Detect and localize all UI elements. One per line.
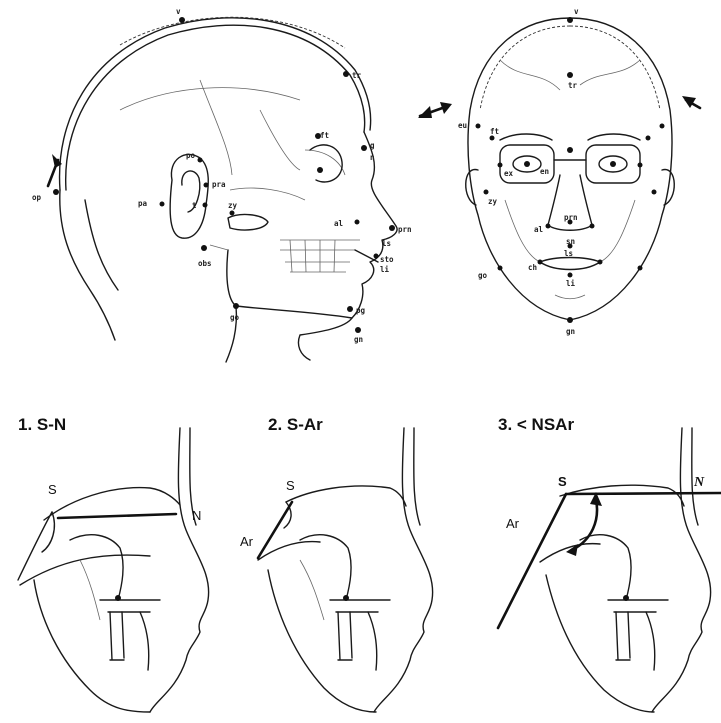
landmark-label: ch [528,263,537,272]
profile-landmark-labels: v tr op g n ft po pra zy pa obs t al prn… [32,7,412,344]
point-label-ar: Ar [506,516,520,531]
landmark-label: al [534,225,543,234]
landmark-label: po [186,151,196,160]
landmark-label: zy [228,201,238,210]
landmark-label: ex [504,169,514,178]
panel-s-n: 1. S-N S N [18,415,209,712]
landmark-label: en [540,167,549,176]
landmark-label: pra [212,180,226,189]
landmark-label: v [574,7,579,16]
landmark-label: li [566,279,576,288]
landmark-label: obs [198,259,212,268]
panel-title: 2. S-Ar [268,415,323,434]
point-label-s: S [558,474,567,489]
landmark-label: zy [488,197,498,206]
point-label-n: N [192,508,201,523]
landmark-label: gn [566,327,575,336]
profile-head-diagram [48,17,397,362]
landmark-label: ls [382,239,391,248]
point-label-n: N [693,475,705,490]
landmark-label: ft [490,127,499,136]
landmark-label: li [380,265,390,274]
landmark-label: pg [356,306,366,315]
landmark-label: op [32,193,42,202]
landmark-label: n [370,153,375,162]
landmark-label: go [478,271,488,280]
landmark-label: sto [380,255,394,264]
point-label-s: S [48,482,57,497]
landmark-label: t [192,201,197,210]
landmark-label: prn [564,213,578,222]
landmark-label: v [176,7,181,16]
landmark-label: eu [458,121,467,130]
landmark-label: ft [320,131,329,140]
point-label-ar: Ar [240,534,254,549]
landmark-label: sn [566,237,575,246]
landmark-label: al [334,219,343,228]
landmark-label: tr [352,71,362,80]
landmark-label: prn [398,225,412,234]
landmark-label: pa [138,199,148,208]
landmark-label: tr [568,81,578,90]
landmark-label: go [230,313,240,322]
point-label-s: S [286,478,295,493]
panel-nsar-angle: 3. < NSAr S Ar N [498,415,721,712]
panel-title: 3. < NSAr [498,415,574,434]
frontal-landmark-labels: v tr eu ft en ex zy al prn sn ch ls li g… [458,7,579,336]
frontal-face-diagram [418,17,700,323]
panel-title: 1. S-N [18,415,66,434]
landmark-label: g [370,141,375,150]
panel-s-ar: 2. S-Ar S Ar [240,415,433,712]
landmark-label: ls [564,249,573,258]
landmark-label: gn [354,335,363,344]
